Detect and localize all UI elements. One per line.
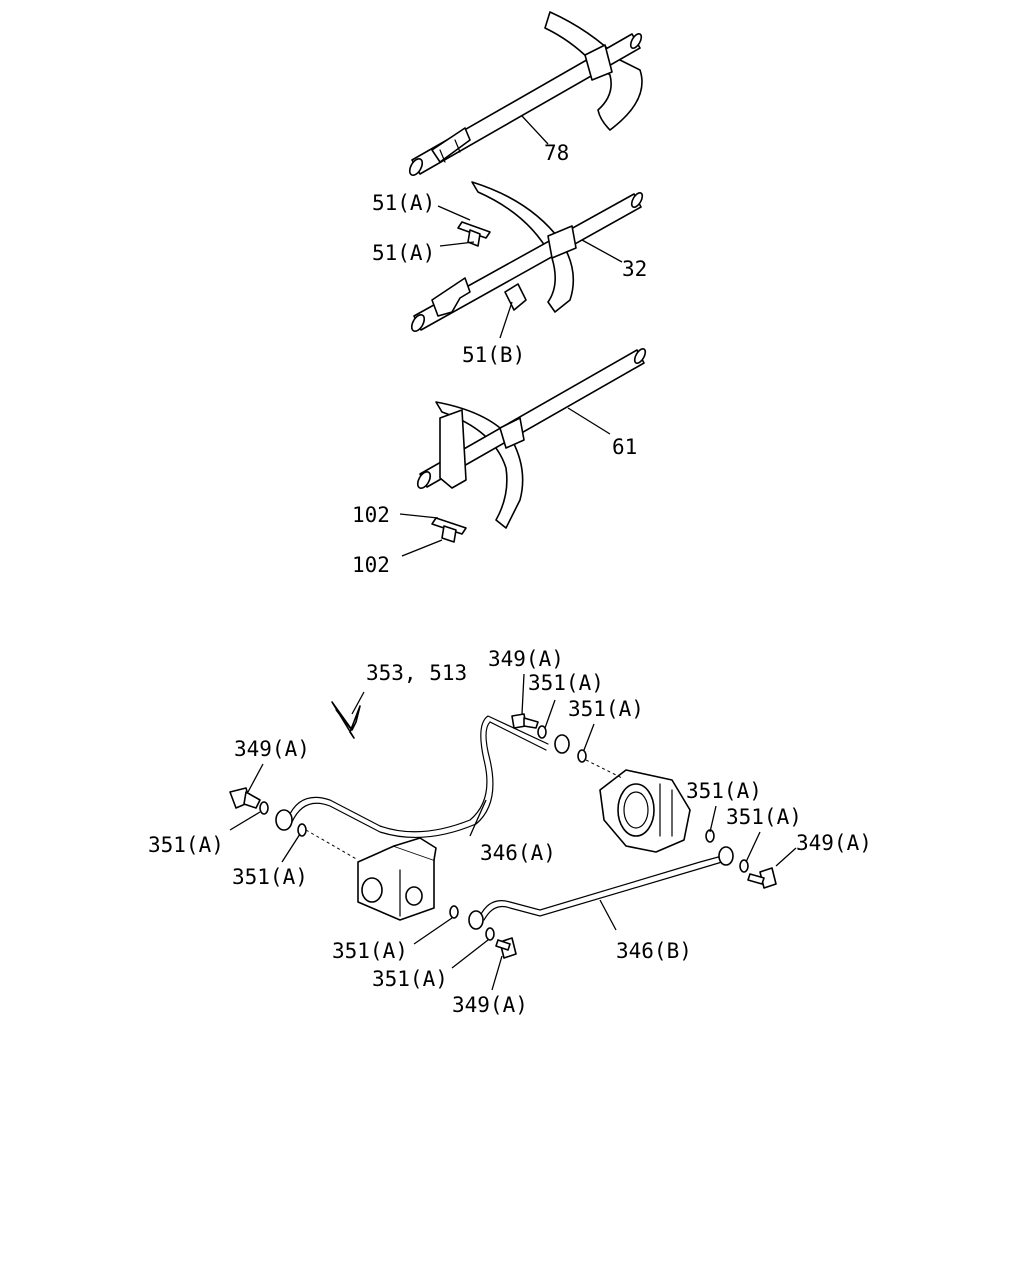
pin-102 <box>431 517 467 543</box>
label-346b: 346(B) <box>616 939 692 963</box>
label-349a-right: 349(A) <box>796 831 872 855</box>
label-102-top: 102 <box>352 503 390 527</box>
label-351a-mid1: 351(A) <box>332 939 408 963</box>
leader-lines <box>229 115 797 991</box>
label-351a-left1: 351(A) <box>148 833 224 857</box>
washers-351a <box>259 725 749 941</box>
shift-rod-78 <box>408 11 643 176</box>
label-346a: 346(A) <box>480 841 556 865</box>
label-351a-top2: 351(A) <box>568 697 644 721</box>
label-353-513: 353, 513 <box>366 661 467 685</box>
label-351a-left2: 351(A) <box>232 865 308 889</box>
shift-rod-32 <box>410 181 644 332</box>
label-351a-right1: 351(A) <box>686 779 762 803</box>
cylinder-housing <box>585 759 691 853</box>
label-102-bottom: 102 <box>352 553 390 577</box>
bolts-349a <box>229 713 777 959</box>
label-61: 61 <box>612 435 637 459</box>
shift-rod-61 <box>416 347 647 529</box>
clip-353-513 <box>331 701 361 739</box>
label-351a-mid2: 351(A) <box>372 967 448 991</box>
label-349a-bottom: 349(A) <box>452 993 528 1017</box>
pipe-346a <box>275 715 570 839</box>
label-51a-bottom: 51(A) <box>372 241 435 265</box>
label-51a-top: 51(A) <box>372 191 435 215</box>
valve-body <box>305 829 437 921</box>
label-349a-left: 349(A) <box>234 737 310 761</box>
pipe-346b <box>468 846 734 930</box>
label-32: 32 <box>622 257 647 281</box>
label-351a-top1: 351(A) <box>528 671 604 695</box>
label-78: 78 <box>544 141 569 165</box>
label-51b: 51(B) <box>462 343 525 367</box>
label-349a-top: 349(A) <box>488 647 564 671</box>
part-labels: 78 51(A) 51(A) 32 51(B) 61 102 102 353, … <box>148 141 872 1017</box>
label-351a-right2: 351(A) <box>726 805 802 829</box>
